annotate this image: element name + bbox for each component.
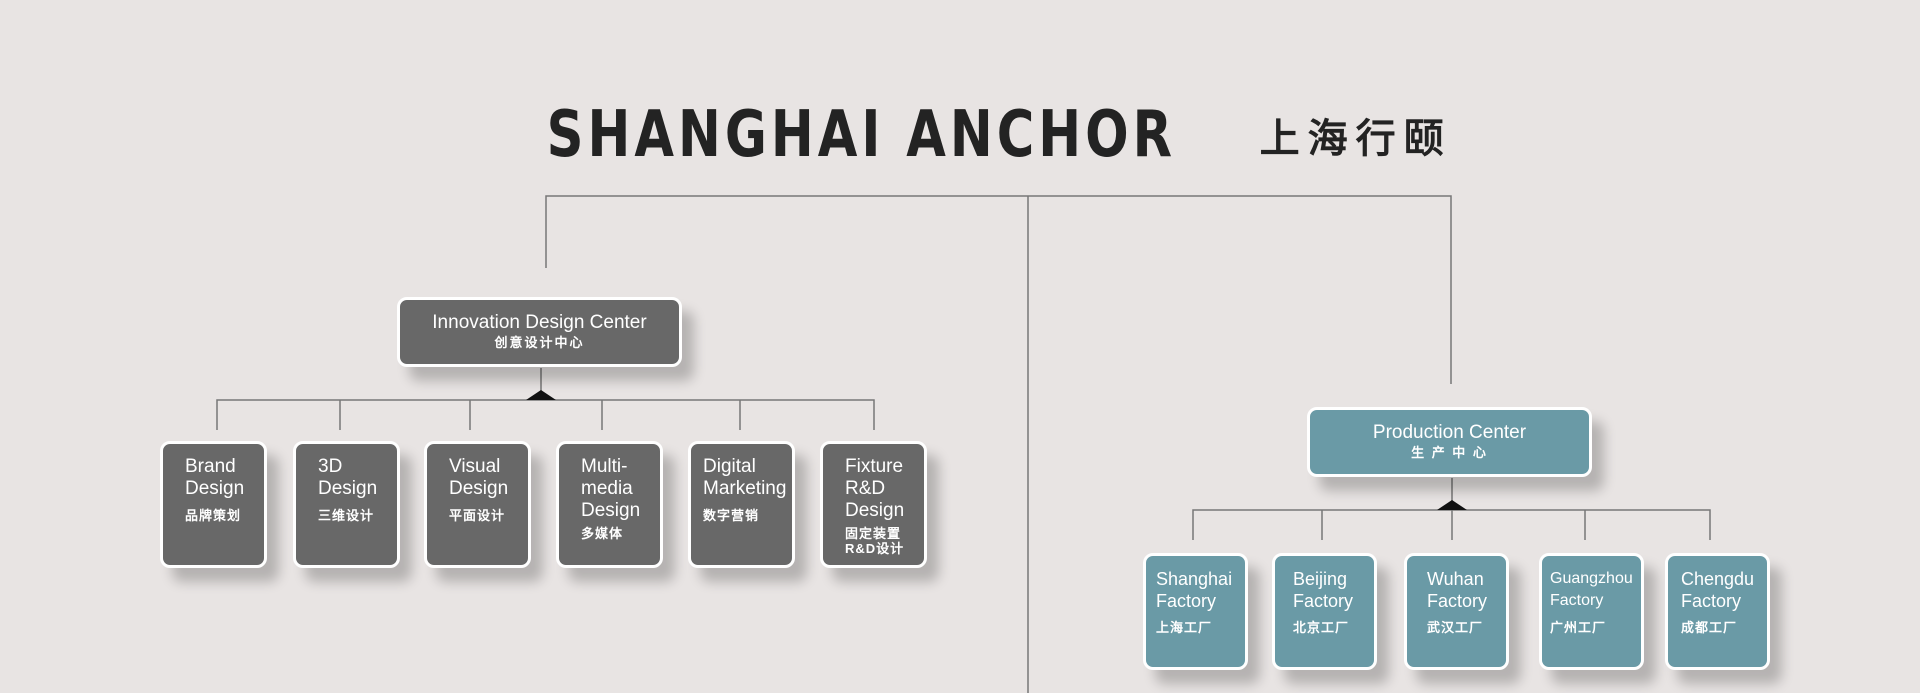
node-label-cn: 成都工厂 — [1681, 620, 1738, 635]
title-english: SHANGHAI ANCHOR — [547, 98, 1177, 172]
node-label-cn: 上海工厂 — [1156, 620, 1213, 635]
design-junction-marker — [526, 390, 556, 400]
node-label-en: Fixture R&D Design — [845, 456, 905, 521]
node-label-en: Digital Marketing — [703, 456, 787, 499]
node-label-en: Brand Design — [185, 456, 245, 499]
node-label-en: Chengdu Factory — [1681, 569, 1755, 611]
node-label-cn: 平面设计 — [449, 508, 506, 523]
visual-design-node: Visual Design 平面设计 — [424, 441, 531, 568]
node-label-en: Shanghai Factory — [1156, 569, 1233, 611]
innovation-design-center-node: Innovation Design Center 创意设计中心 — [397, 297, 682, 367]
node-label-cn: 数字营销 — [703, 508, 760, 523]
node-label-cn: 广州工厂 — [1550, 620, 1607, 635]
node-label-cn: 创意设计中心 — [494, 335, 585, 350]
chart-title: SHANGHAI ANCHOR 上海行颐 — [0, 98, 1920, 172]
node-label-en: Visual Design — [449, 456, 509, 499]
production-center-node: Production Center 生 产 中 心 — [1307, 407, 1592, 477]
node-label-en: Beijing Factory — [1293, 569, 1354, 611]
multimedia-design-node: Multi- media Design 多媒体 — [556, 441, 663, 568]
node-label-cn: 品牌策划 — [185, 508, 242, 523]
node-label-cn: 固定装置 R&D设计 — [845, 526, 905, 556]
node-label-en: Guangzhou Factory — [1550, 570, 1633, 609]
node-label-cn: 多媒体 — [581, 526, 624, 541]
node-label-cn: 武汉工厂 — [1427, 620, 1484, 635]
node-label-en: Production Center — [1372, 422, 1527, 443]
top-bracket-line — [545, 195, 1452, 384]
title-chinese: 上海行颐 — [1259, 116, 1452, 162]
node-label-en: Wuhan Factory — [1427, 569, 1488, 611]
guangzhou-factory-node: Guangzhou Factory 广州工厂 — [1539, 553, 1644, 670]
chengdu-factory-node: Chengdu Factory 成都工厂 — [1665, 553, 1770, 670]
wuhan-factory-node: Wuhan Factory 武汉工厂 — [1404, 553, 1509, 670]
beijing-factory-node: Beijing Factory 北京工厂 — [1272, 553, 1377, 670]
node-label-cn: 三维设计 — [318, 508, 375, 523]
node-label-en: 3D Design — [318, 456, 378, 499]
brand-design-node: Brand Design 品牌策划 — [160, 441, 267, 568]
fixture-rd-design-node: Fixture R&D Design 固定装置 R&D设计 — [820, 441, 927, 568]
production-junction-marker — [1437, 500, 1467, 510]
3d-design-node: 3D Design 三维设计 — [293, 441, 400, 568]
shanghai-factory-node: Shanghai Factory 上海工厂 — [1143, 553, 1248, 670]
node-label-en: Innovation Design Center — [432, 312, 647, 333]
node-label-en: Multi- media Design — [581, 456, 641, 521]
digital-marketing-node: Digital Marketing 数字营销 — [688, 441, 795, 568]
node-label-cn: 生 产 中 心 — [1411, 445, 1488, 460]
node-label-cn: 北京工厂 — [1293, 620, 1350, 635]
